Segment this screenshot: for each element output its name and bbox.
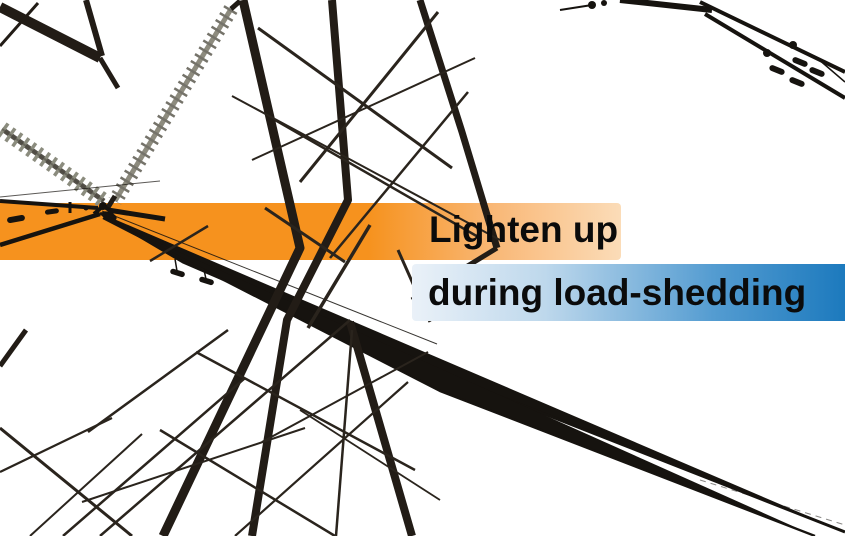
conductor-bundle-left	[0, 180, 161, 248]
blue-banner	[412, 264, 845, 321]
vibration-dampers-right	[769, 57, 825, 87]
vibration-dampers	[170, 258, 214, 286]
top-right-conductors	[559, 0, 845, 100]
rod-insulator-string	[104, 0, 242, 211]
headline-line1: Lighten up	[429, 209, 619, 250]
disc-insulator-string	[0, 122, 109, 208]
headline-line2: during load-shedding	[428, 272, 807, 313]
top-left-crossarm	[0, 0, 121, 90]
lattice-tower	[0, 0, 501, 536]
